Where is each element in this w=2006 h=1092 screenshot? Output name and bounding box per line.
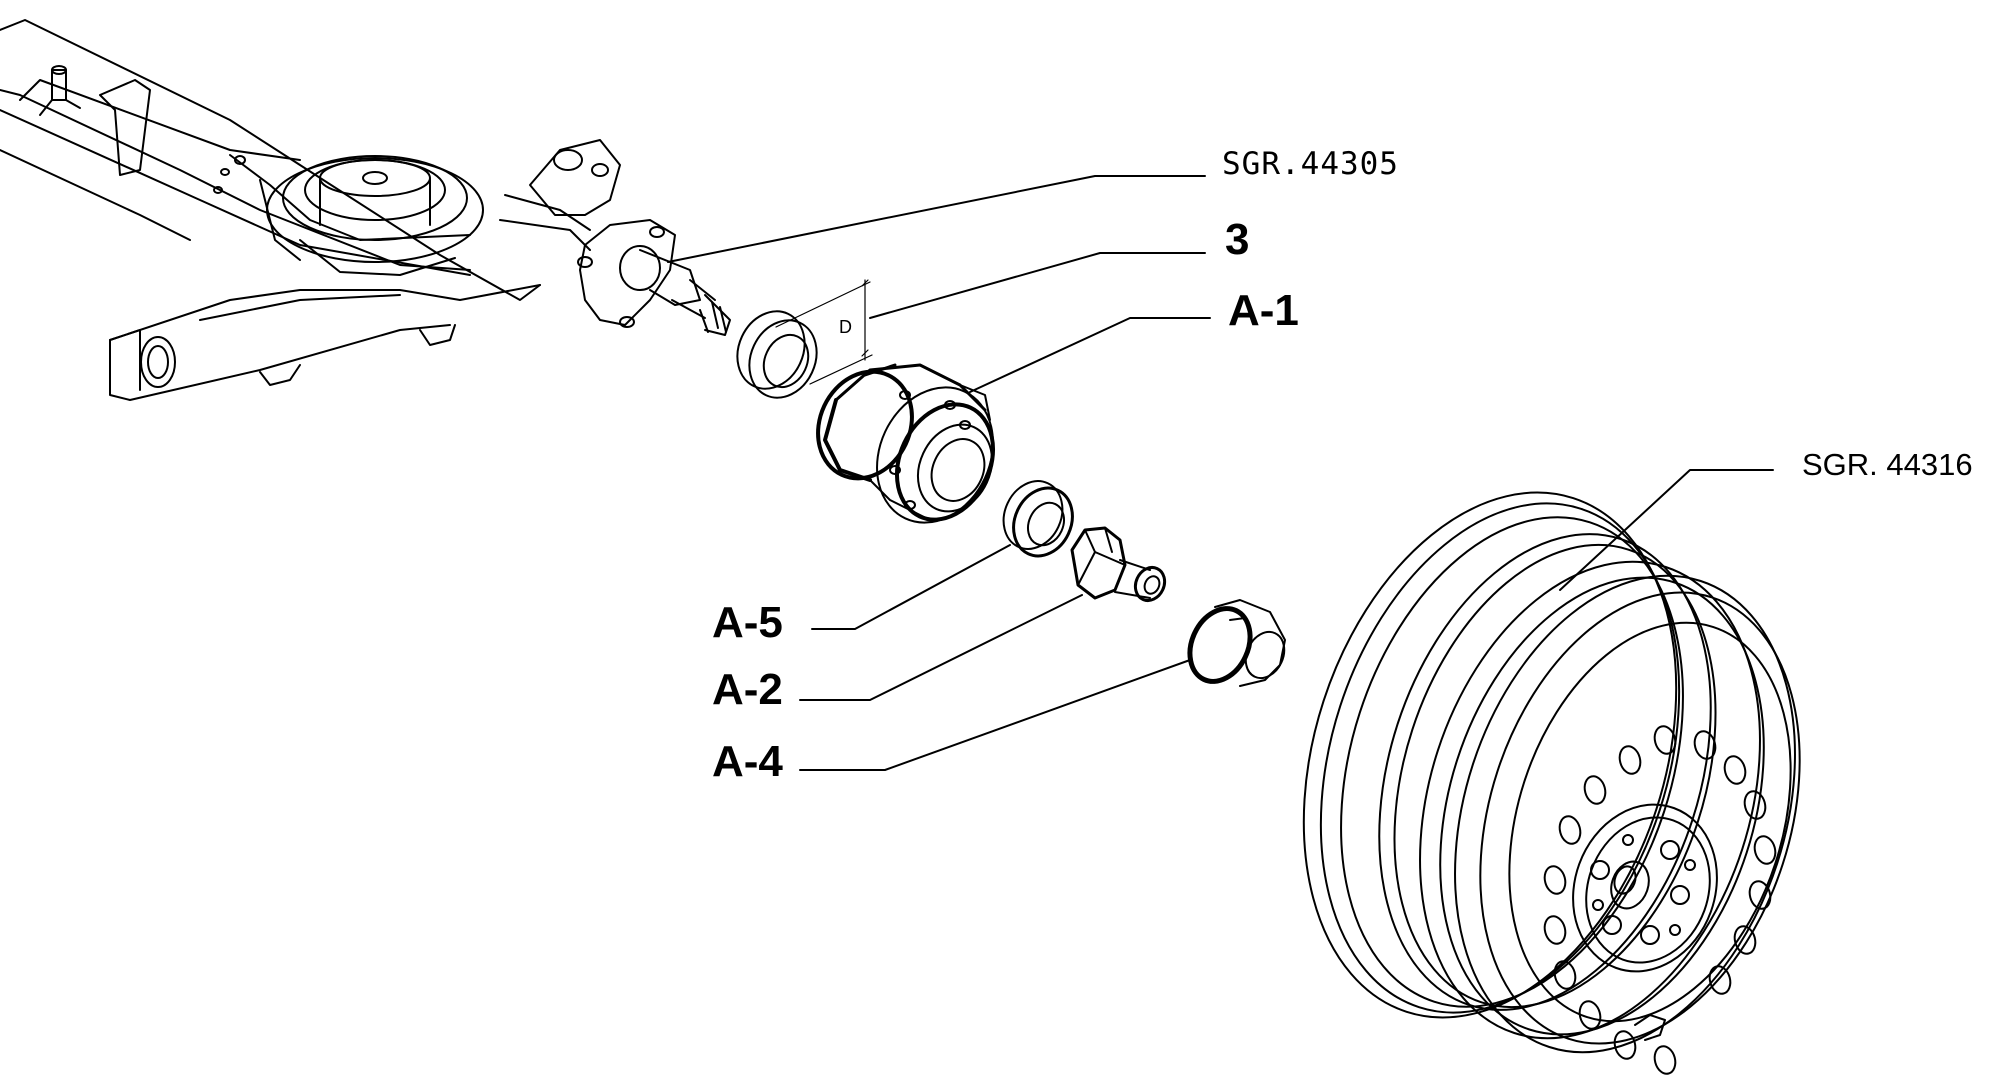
dimension-d-indicator xyxy=(775,279,873,385)
part-a1-hub xyxy=(816,363,996,524)
part-3-spacer-ring xyxy=(736,310,818,399)
leader-part-a5 xyxy=(811,544,1011,630)
part-a2-hub-nut xyxy=(1070,526,1167,603)
part-label-a1: A-1 xyxy=(1228,286,1299,335)
rear-axle-beam xyxy=(0,19,541,401)
leader-part-a2 xyxy=(799,594,1083,701)
spring-seat xyxy=(266,155,484,276)
part-label-a4: A-4 xyxy=(712,737,783,786)
leader-part-3 xyxy=(869,252,1206,319)
part-a5-bearing-ring xyxy=(1002,480,1074,558)
steel-wheel xyxy=(1302,491,1801,1075)
ref-label-sgr-44316: SGR. 44316 xyxy=(1802,447,1973,482)
leader-sgr-44305 xyxy=(667,175,1206,263)
part-a4-dust-cap xyxy=(1187,599,1286,687)
leader-part-a4 xyxy=(799,659,1191,771)
part-label-a2: A-2 xyxy=(712,665,783,714)
leader-lines xyxy=(667,175,1774,771)
part-label-3: 3 xyxy=(1225,215,1250,264)
ref-label-sgr-44305: SGR.44305 xyxy=(1222,146,1399,182)
leader-sgr-44316 xyxy=(1559,469,1774,591)
stub-axle-carrier xyxy=(499,139,731,336)
leader-part-a1 xyxy=(969,317,1211,393)
dimension-label-d: D xyxy=(839,317,852,337)
part-label-a5: A-5 xyxy=(712,598,783,647)
